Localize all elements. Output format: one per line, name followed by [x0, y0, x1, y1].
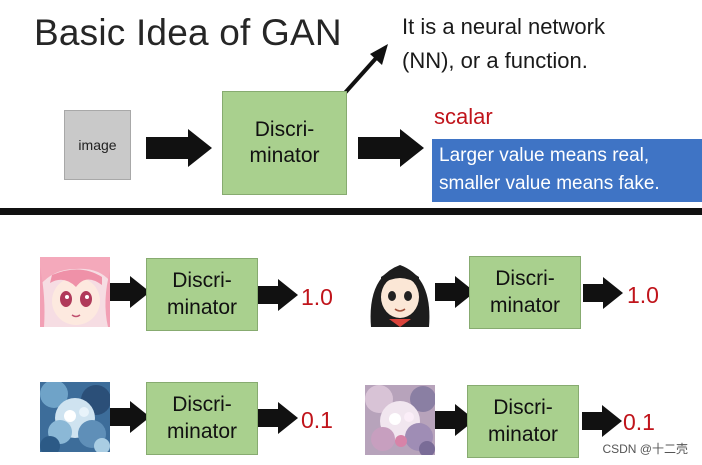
- scalar-label: scalar: [434, 104, 493, 129]
- score-example2: 1.0: [627, 282, 659, 308]
- nn-note-line-2: (NN), or a function.: [402, 48, 588, 73]
- discriminator-label-line-1: Discri-: [172, 393, 232, 417]
- arrow-example3-in: [110, 401, 150, 433]
- input-image-box: image: [64, 110, 131, 180]
- watermark: CSDN @十二壳: [602, 442, 688, 456]
- discriminator-label-line-1: Discri-: [493, 396, 553, 420]
- discriminator-label-line-2: minator: [166, 295, 238, 319]
- discriminator-label-line-2: minator: [489, 293, 561, 317]
- example-image-real-black-hair: [365, 257, 435, 327]
- example-image-generated-pink: [365, 385, 435, 455]
- arrow-example4-in: [435, 404, 475, 436]
- nn-note: It is a neural network (NN), or a functi…: [402, 10, 605, 78]
- score-example4: 0.1: [623, 409, 655, 435]
- discriminator-box-example2: Discri- minator: [469, 256, 581, 329]
- example-image-real-pink-hair: [40, 257, 110, 327]
- discriminator-label-line-1: Discri-: [495, 267, 555, 291]
- discriminator-label-line-1: Discri-: [254, 117, 315, 141]
- arrow-example3-out: [258, 402, 298, 434]
- example-image-generated-blue: [40, 382, 110, 452]
- discriminator-label-line-2: minator: [487, 422, 559, 446]
- explanation-line-2: smaller value means fake.: [439, 173, 660, 194]
- discriminator-box: Discri- minator: [222, 91, 347, 195]
- arrow-example1-out: [258, 279, 298, 311]
- discriminator-box-example1: Discri- minator: [146, 258, 258, 331]
- arrow-discriminator-to-scalar: [358, 129, 424, 167]
- discriminator-label-line-2: minator: [166, 419, 238, 443]
- score-example1: 1.0: [301, 284, 333, 310]
- discriminator-label-line-1: Discri-: [172, 269, 232, 293]
- score-example3: 0.1: [301, 407, 333, 433]
- arrow-example2-out: [583, 277, 623, 309]
- arrow-example4-out: [582, 405, 622, 437]
- arrow-example1-in: [110, 276, 150, 308]
- explanation-line-1: Larger value means real,: [439, 145, 650, 166]
- nn-note-line-1: It is a neural network: [402, 14, 605, 39]
- discriminator-box-example4: Discri- minator: [467, 385, 579, 458]
- arrow-example2-in: [435, 276, 475, 308]
- discriminator-box-example3: Discri- minator: [146, 382, 258, 455]
- section-divider: [0, 208, 702, 215]
- page-title: Basic Idea of GAN: [34, 12, 342, 53]
- explanation-box: Larger value means real, smaller value m…: [432, 139, 702, 202]
- arrow-image-to-discriminator: [146, 129, 212, 167]
- discriminator-label-line-2: minator: [249, 144, 320, 167]
